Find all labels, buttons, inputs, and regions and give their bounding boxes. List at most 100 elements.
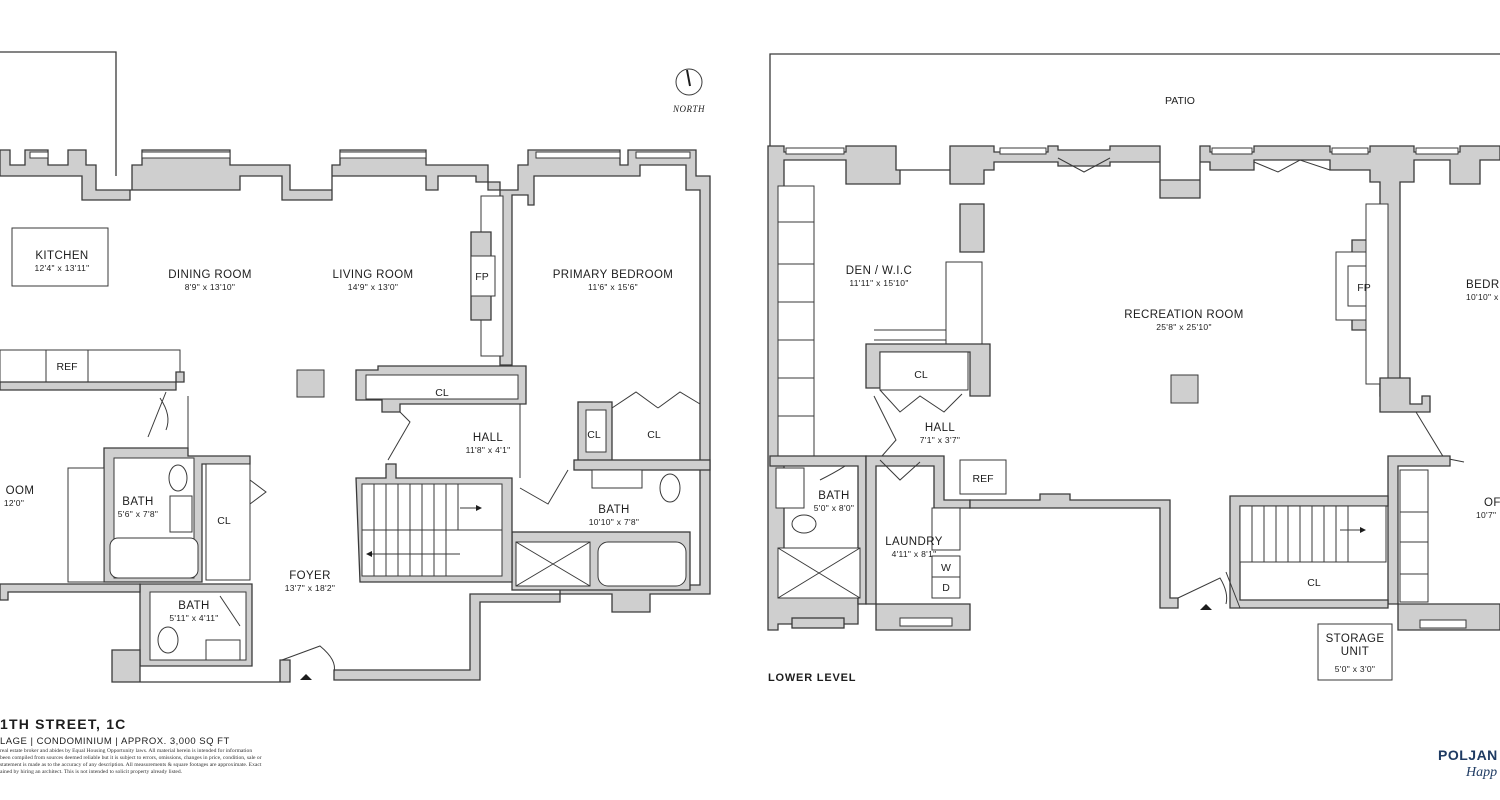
primary-shower-x: [515, 541, 591, 587]
upper-window-living: [339, 151, 427, 159]
lower-stair-walls: [1229, 495, 1389, 609]
storage-unit-box: [1317, 623, 1393, 681]
left-bath-closet: [205, 463, 251, 581]
storage-label-1: STORAGE: [1326, 633, 1385, 645]
upper-hall-label: HALL: [473, 432, 504, 444]
primary-bath-toilet: [659, 473, 681, 503]
lower-bedroom-dims: 10'10" x: [1466, 292, 1499, 302]
lower-patio-outline: [769, 53, 1500, 146]
office-window: [1419, 619, 1467, 629]
left-bath-closet-label: CL: [217, 515, 231, 527]
lower-hall-dims: 7'1" x 3'7": [920, 435, 960, 445]
office-shelving: [1399, 469, 1429, 603]
primary-bath-dims: 10'10" x 7'8": [589, 517, 640, 527]
small-bath-vanity: [205, 639, 241, 661]
north-arrow: NORTH: [672, 68, 705, 114]
lower-closet-walls: [865, 343, 991, 397]
upper-hall-dims: 11'8" x 4'1": [466, 445, 511, 455]
lower-level-plan: [767, 53, 1500, 681]
upper-window-bedroom-2: [635, 151, 691, 159]
foyer-dims: 13'7" x 18'2": [285, 583, 336, 593]
lower-fireplace-label: FP: [1357, 282, 1370, 294]
den-cabinet: [945, 261, 983, 345]
upper-bottom-wall-right: [333, 593, 561, 681]
primary-closet-doors: [611, 391, 701, 409]
lower-window-rec-3: [1331, 147, 1369, 155]
den-dims: 11'11" x 15'10": [849, 278, 908, 288]
disclaimer-line-2: been compiled from sources deemed reliab…: [0, 754, 262, 761]
small-bath-door: [219, 595, 241, 627]
upper-patio-outline: [0, 51, 117, 176]
den-shelving: [777, 185, 815, 457]
north-label: NORTH: [672, 104, 705, 114]
brand-logo: POLJAN Happ: [1438, 747, 1498, 780]
upper-window-kitchen: [29, 151, 49, 159]
small-bath-dims: 5'11" x 4'11": [169, 613, 218, 623]
primary-bath-label: BATH: [598, 504, 629, 516]
office-label: OF: [1484, 497, 1500, 509]
left-bathtub: [109, 537, 199, 579]
lower-bath-dims: 5'0" x 8'0": [814, 503, 854, 513]
rec-room-bottom-wall: [969, 493, 1179, 609]
living-room-dims: 14'9" x 13'0": [348, 282, 399, 292]
lower-level-labels: PATIO DEN / W.I.C 11'11" x 15'10" RECREA…: [768, 95, 1500, 684]
laundry-door: [879, 459, 921, 481]
recreation-room-label: RECREATION ROOM: [1124, 309, 1244, 321]
lower-bath-label: BATH: [818, 490, 849, 502]
upper-level-labels: KITCHEN 12'4" x 13'11" DINING ROOM 8'9" …: [4, 250, 673, 623]
left-bath-vanity: [169, 495, 193, 533]
upper-column: [296, 369, 325, 398]
living-room-label: LIVING ROOM: [332, 269, 413, 281]
fireplace-box: [470, 255, 496, 297]
storage-dims: 5'0" x 3'0": [1335, 664, 1375, 674]
lower-bath-vanity: [775, 467, 805, 509]
small-closet: [585, 409, 607, 453]
stair-treads: [362, 484, 502, 576]
upper-ref-label: REF: [57, 361, 78, 373]
primary-closet-outline: [611, 392, 701, 461]
kitchen-counter-wall: [0, 371, 185, 391]
lower-closet-doors: [879, 389, 963, 413]
upper-window-dining: [141, 151, 231, 159]
stair-closet-door: [1225, 571, 1241, 609]
property-subtitle: LAGE | CONDOMINIUM | APPROX. 3,000 SQ FT: [0, 736, 230, 747]
lower-column: [1170, 374, 1199, 404]
primary-bedroom-dims: 11'6" x 15'6": [588, 282, 638, 292]
lower-entry-arrow: [1200, 604, 1212, 610]
kitchen-island: [11, 227, 109, 287]
upper-level-plan: [0, 51, 711, 683]
upper-window-bedroom-1: [535, 151, 621, 159]
small-bath-label: BATH: [178, 600, 209, 612]
lower-entry-door: [1177, 577, 1228, 605]
disclaimer-line-1: real estate broker and abides by Equal H…: [0, 747, 252, 754]
left-bath-label: BATH: [122, 496, 153, 508]
recreation-room-dims: 25'8" x 25'10": [1156, 322, 1212, 332]
closet-door-swing: [249, 479, 267, 505]
stair-closet-label: CL: [1307, 577, 1321, 589]
lower-closet: [879, 351, 969, 391]
washer-label: W: [941, 562, 951, 574]
hall-closet: [365, 374, 519, 400]
brand-name: POLJAN: [1438, 747, 1498, 763]
laundry-sink: [931, 507, 961, 551]
title-block: 1TH STREET, 1C LAGE | CONDOMINIUM | APPR…: [0, 716, 262, 775]
stair-arrow-head-down: [366, 551, 372, 557]
lower-stair-arrow-head: [1360, 527, 1366, 533]
bath-door-swing: [519, 469, 569, 505]
den-label: DEN / W.I.C: [846, 265, 912, 277]
primary-closet-label: CL: [647, 429, 661, 441]
north-arrow-needle: [686, 69, 691, 87]
refrigerator: [45, 349, 89, 383]
den-counter: [874, 329, 947, 341]
lower-window-rec-2: [1211, 147, 1253, 155]
kitchen-door-swing: [147, 391, 169, 438]
left-bath-toilet: [168, 464, 188, 492]
primary-bath-top-wall: [573, 459, 711, 471]
lower-bath-window-wall: [791, 617, 845, 629]
lower-window-den: [785, 147, 845, 155]
lower-patio-doors: [1057, 157, 1331, 173]
lower-shower-x: [777, 547, 861, 599]
stair-arrow-head-up: [476, 505, 482, 511]
small-bath-toilet: [157, 626, 179, 654]
dining-room-label: DINING ROOM: [168, 269, 252, 281]
